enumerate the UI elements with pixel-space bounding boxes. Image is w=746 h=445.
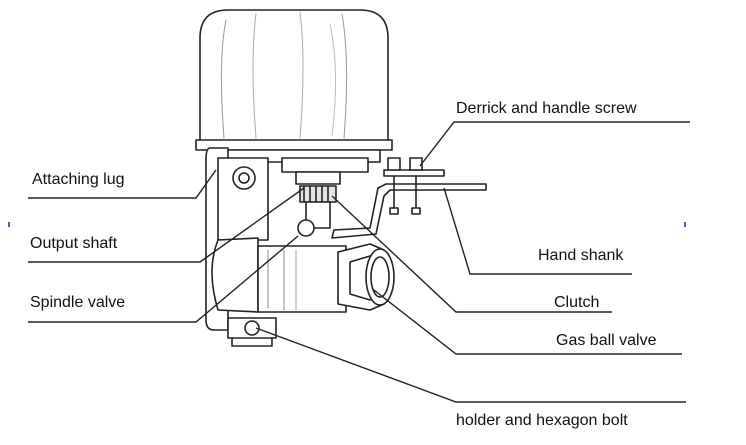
label-attaching-lug: Attaching lug — [32, 171, 125, 188]
output-shaft-clutch — [295, 171, 341, 237]
leader-attaching-lug — [28, 169, 217, 199]
label-hand-shank: Hand shank — [538, 247, 624, 264]
label-output-shaft: Output shaft — [30, 235, 118, 252]
leader-output-shaft — [28, 187, 305, 263]
label-holder-hexagon-bolt: holder and hexagon bolt — [456, 412, 628, 429]
leader-spindle-valve — [28, 235, 299, 323]
edge-speck-right — [684, 222, 686, 227]
label-spindle-valve: Spindle valve — [30, 294, 126, 311]
attaching-lug-bracket — [205, 147, 277, 347]
ball-valve-body — [211, 237, 395, 313]
label-gas-ball-valve: Gas ball valve — [556, 332, 657, 349]
leader-holder-bolt — [255, 327, 686, 403]
derrick-handle — [331, 157, 487, 239]
label-clutch: Clutch — [554, 294, 600, 311]
edge-speck-left — [8, 222, 10, 227]
leader-gas-ball-valve — [373, 289, 682, 355]
leader-hand-shank — [443, 187, 632, 275]
label-derrick-handle-screw: Derrick and handle screw — [456, 100, 637, 117]
leader-derrick-screw — [419, 121, 690, 167]
leader-clutch — [331, 195, 612, 313]
motor-housing — [195, 9, 393, 151]
